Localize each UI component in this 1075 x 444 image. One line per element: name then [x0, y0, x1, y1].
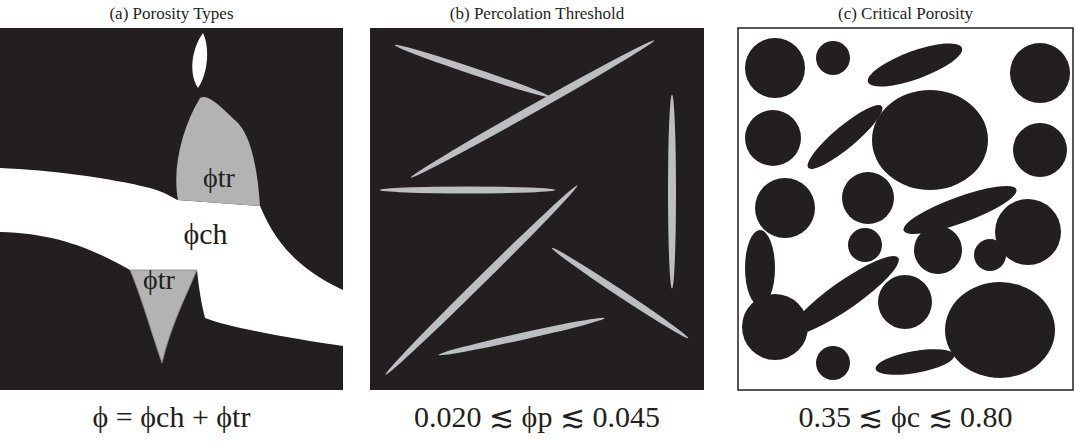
pore-space	[738, 28, 1073, 390]
grain	[745, 38, 805, 98]
porosity-panel-art	[0, 28, 343, 390]
grain	[874, 344, 957, 380]
grain	[755, 178, 815, 238]
grain	[842, 172, 894, 224]
grain	[878, 275, 932, 329]
grain	[945, 282, 1055, 378]
grain-pack-art	[738, 28, 1073, 390]
pore-tip	[192, 33, 207, 88]
grain	[1010, 43, 1070, 103]
grain	[914, 226, 962, 274]
grain	[816, 346, 850, 380]
crack-panel-art	[370, 28, 704, 390]
grain	[863, 35, 967, 96]
pore-region: ϕtr	[199, 161, 241, 196]
grain	[872, 90, 988, 190]
porosity-label: ϕtr	[143, 265, 175, 296]
crack	[394, 42, 552, 101]
trapped-pore	[176, 97, 260, 206]
grain	[816, 41, 850, 75]
pore-region: ϕtr	[139, 263, 181, 298]
grain-matrix	[0, 28, 343, 390]
porosity-label: ϕch	[184, 217, 228, 250]
panel-heading: (c) Critical Porosity	[738, 0, 1073, 28]
porosity-formula: 0.020 ≲ ϕp ≲ 0.045	[370, 390, 704, 444]
figure-panel: (a) Porosity Typesϕ = ϕch + ϕtrϕtrϕchϕtr	[0, 0, 343, 444]
figure-panel: (c) Critical Porosity 0.35 ≲ ϕc ≲ 0.80	[738, 0, 1073, 444]
pore-region: ϕch	[180, 215, 235, 252]
grain	[742, 294, 808, 360]
crack	[409, 37, 657, 181]
figure-panel: (b) Percolation Threshold 0.020 ≲ ϕp ≲ 0.…	[370, 0, 704, 444]
grain	[1013, 123, 1067, 177]
grain	[974, 239, 1006, 271]
crack	[438, 315, 605, 359]
grain	[848, 228, 882, 262]
crack	[668, 95, 676, 289]
grain	[801, 98, 889, 177]
grain	[745, 110, 801, 166]
porosity-formula: ϕ = ϕch + ϕtr	[0, 390, 343, 444]
porosity-label: ϕtr	[203, 163, 235, 194]
panel-heading: (b) Percolation Threshold	[370, 0, 704, 28]
panel-heading: (a) Porosity Types	[0, 0, 343, 28]
solid-matrix	[370, 28, 704, 390]
crack	[380, 187, 556, 194]
porosity-formula: 0.35 ≲ ϕc ≲ 0.80	[738, 390, 1073, 444]
grain	[899, 177, 1021, 242]
